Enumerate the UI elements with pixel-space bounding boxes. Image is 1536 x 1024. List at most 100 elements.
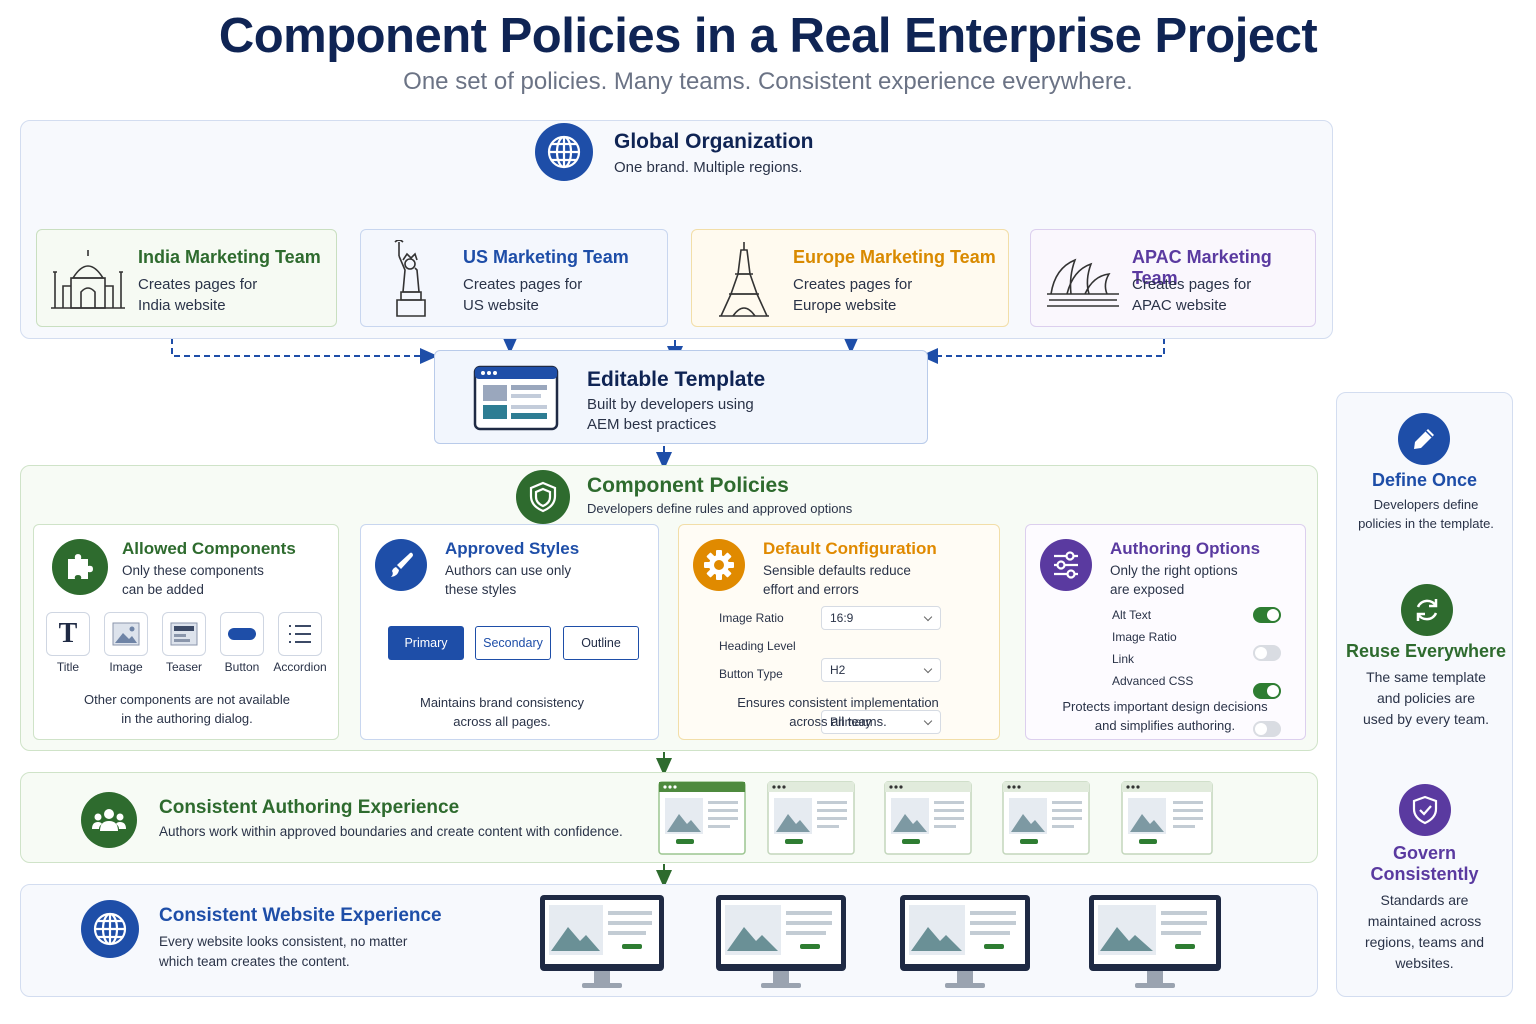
define-once-line1: Developers define (1373, 497, 1479, 512)
defaults-foot2: across all teams. (789, 714, 887, 729)
team-desc-line2: Europe website (793, 297, 897, 314)
website-monitor (540, 895, 664, 988)
styles-foot1: Maintains brand consistency (419, 695, 585, 710)
refresh-icon (1401, 584, 1453, 636)
authoring-foot1: Protects important design decisions (1062, 699, 1268, 714)
template-icon (473, 365, 559, 436)
option-label: Image Ratio (1112, 630, 1177, 644)
team-card-india: India Marketing Team Creates pages for I… (36, 229, 337, 327)
team-card-apac: APAC Marketing Team Creates pages for AP… (1030, 229, 1316, 327)
allowed-foot1: Other components are not available (84, 692, 290, 707)
heading-level-select[interactable]: H2 (821, 658, 941, 682)
component-label: Button (224, 660, 260, 674)
styles-line1: Authors can use only (445, 563, 572, 578)
team-name: Europe Marketing Team (793, 247, 996, 267)
team-desc-line1: Creates pages for (463, 276, 583, 293)
authoring-experience-subtitle: Authors work within approved boundaries … (159, 824, 623, 839)
alt-text-toggle[interactable] (1253, 607, 1281, 623)
team-name: US Marketing Team (463, 247, 629, 267)
allowed-components-card: Allowed Components Only these components… (33, 524, 339, 740)
teaser-component-icon[interactable] (162, 612, 206, 656)
image-component-icon[interactable] (104, 612, 148, 656)
secondary-style-button[interactable]: Secondary (475, 626, 551, 660)
authoring-title: Authoring Options (1110, 539, 1261, 558)
image-ratio-toggle[interactable] (1253, 645, 1281, 661)
policies-subtitle: Developers define rules and approved opt… (587, 501, 853, 516)
website-experience-line1: Every website looks consistent, no matte… (159, 934, 408, 949)
website-experience-title: Consistent Website Experience (159, 905, 442, 926)
styles-line2: these styles (445, 582, 517, 597)
button-type-select[interactable]: Primary (821, 710, 941, 734)
puzzle-icon (52, 539, 108, 595)
authoring-page-thumbnail (658, 781, 746, 855)
people-icon (81, 792, 137, 848)
website-monitor (716, 895, 846, 988)
defaults-foot1: Ensures consistent implementation (737, 695, 939, 710)
config-label: Image Ratio (719, 611, 784, 625)
primary-style-button[interactable]: Primary (388, 626, 464, 660)
allowed-title: Allowed Components (122, 539, 296, 558)
globe-icon (535, 123, 593, 181)
page-subtitle: One set of policies. Many teams. Consist… (403, 68, 1133, 95)
component-label: Image (109, 660, 143, 674)
define-once-line2: policies in the template. (1358, 516, 1494, 531)
website-experience-line2: which team creates the content. (159, 954, 350, 969)
team-name: India Marketing Team (138, 247, 321, 267)
define-once-title: Define Once (1371, 470, 1478, 490)
allowed-foot2: in the authoring dialog. (121, 711, 253, 726)
authoring-line2: are exposed (1110, 582, 1185, 597)
govern-title-line2: Consistently (1370, 864, 1479, 884)
defaults-line1: Sensible defaults reduce (763, 563, 911, 578)
editable-template-card: Editable Template Built by developers us… (434, 350, 928, 444)
authoring-options-card: Authoring Options Only the right options… (1025, 524, 1306, 740)
shield-icon (1399, 784, 1451, 836)
allowed-line2: can be added (122, 582, 204, 597)
button-component-icon[interactable] (220, 612, 264, 656)
config-label: Heading Level (719, 639, 796, 653)
taj-mahal-icon (49, 248, 127, 317)
authoring-experience-title: Consistent Authoring Experience (159, 797, 460, 818)
option-label: Alt Text (1112, 608, 1152, 622)
page-title: Component Policies in a Real Enterprise … (218, 9, 1318, 63)
website-monitor (1089, 895, 1221, 988)
statue-of-liberty-icon (389, 239, 433, 323)
authoring-line1: Only the right options (1110, 563, 1238, 578)
defaults-title: Default Configuration (763, 539, 937, 558)
outline-style-button[interactable]: Outline (563, 626, 639, 660)
approved-styles-card: Approved Styles Authors can use only the… (360, 524, 659, 740)
team-desc-line2: US website (463, 297, 539, 314)
title-glyph: T (58, 618, 78, 649)
authoring-page-thumbnail (1121, 781, 1213, 855)
website-monitor (900, 895, 1030, 988)
team-desc-line1: Creates pages for (793, 276, 913, 293)
reuse-line2: and policies are (1376, 690, 1476, 706)
advanced-css-toggle[interactable] (1253, 721, 1281, 737)
styles-foot2: across all pages. (453, 714, 551, 729)
authoring-page-thumbnail (884, 781, 972, 855)
team-card-us: US Marketing Team Creates pages for US w… (360, 229, 668, 327)
govern-line1: Standards are (1380, 892, 1469, 908)
option-label: Advanced CSS (1112, 674, 1194, 688)
team-name: APAC Marketing Team (1132, 247, 1272, 288)
authoring-page-thumbnail (767, 781, 855, 855)
eiffel-tower-icon (717, 240, 771, 323)
link-toggle[interactable] (1253, 683, 1281, 699)
defaults-line2: effort and errors (763, 582, 859, 597)
image-ratio-select[interactable]: 16:9 (821, 606, 941, 630)
team-card-europe: Europe Marketing Team Creates pages for … (691, 229, 1009, 327)
allowed-line1: Only these components (122, 563, 264, 578)
govern-line4: websites. (1395, 955, 1454, 971)
opera-house-icon (1045, 254, 1121, 315)
reuse-everywhere-title: Reuse Everywhere (1345, 641, 1507, 661)
team-desc-line1: Creates pages for (138, 276, 258, 293)
default-configuration-card: Default Configuration Sensible defaults … (678, 524, 1000, 740)
team-desc-line2: APAC website (1132, 297, 1227, 314)
title-component-icon[interactable]: T (46, 612, 90, 656)
global-org-subtitle: One brand. Multiple regions. (614, 159, 803, 176)
globe-icon (81, 900, 139, 958)
sidebar-panel (1336, 392, 1513, 997)
team-desc-line2: India website (138, 297, 226, 314)
accordion-component-icon[interactable] (278, 612, 322, 656)
component-label: Title (56, 660, 80, 674)
config-label: Button Type (719, 667, 783, 681)
